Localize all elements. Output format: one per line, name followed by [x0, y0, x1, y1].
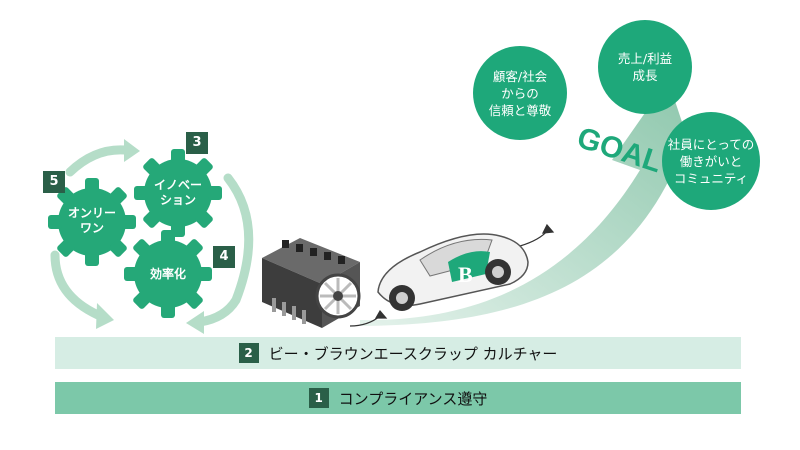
- cycle-arrows: [50, 145, 254, 327]
- goal-circle-growth: 売上/利益 成長: [598, 20, 692, 114]
- band-culture: 2 ビー・ブラウンエースクラップ カルチャー: [55, 337, 741, 369]
- car-logo-letter: B: [458, 262, 473, 287]
- gear-badge-4: 4: [213, 246, 235, 268]
- gear-innovation: [134, 149, 222, 237]
- band-compliance-text: コンプライアンス遵守: [338, 389, 488, 408]
- band-compliance: 1 コンプライアンス遵守: [55, 382, 741, 414]
- cycle-arrow-left: [50, 250, 103, 320]
- band-culture-number: 2: [238, 343, 259, 363]
- cycle-arrow-right: [195, 173, 254, 327]
- band-compliance-number: 1: [308, 388, 329, 408]
- engine-icon: [262, 238, 361, 328]
- goal-circle-community: 社員にとっての 働きがいと コミュニティ: [662, 112, 760, 210]
- gear-efficiency: [124, 230, 212, 318]
- gear-label-innovation: イノベー ション: [153, 178, 202, 207]
- cycle-arrowhead-right: [186, 311, 204, 334]
- gear-badge-5: 5: [43, 171, 65, 193]
- band-culture-text: ビー・ブラウンエースクラップ カルチャー: [268, 344, 558, 363]
- gear-label-efficiency: 効率化: [149, 267, 186, 281]
- motion-arrows: [349, 223, 555, 327]
- gear-label-only-one: オンリー ワン: [67, 206, 116, 235]
- gear-badge-3: 3: [186, 132, 208, 154]
- cycle-arrow-top: [65, 145, 130, 177]
- cycle-arrowheads: [96, 139, 204, 334]
- car-icon: [377, 233, 529, 311]
- cycle-arrowhead-left: [96, 303, 114, 329]
- gear-only-one: [48, 178, 136, 266]
- cycle-arrowhead-top: [124, 139, 140, 162]
- goal-circle-trust: 顧客/社会 からの 信頼と尊敬: [473, 46, 567, 140]
